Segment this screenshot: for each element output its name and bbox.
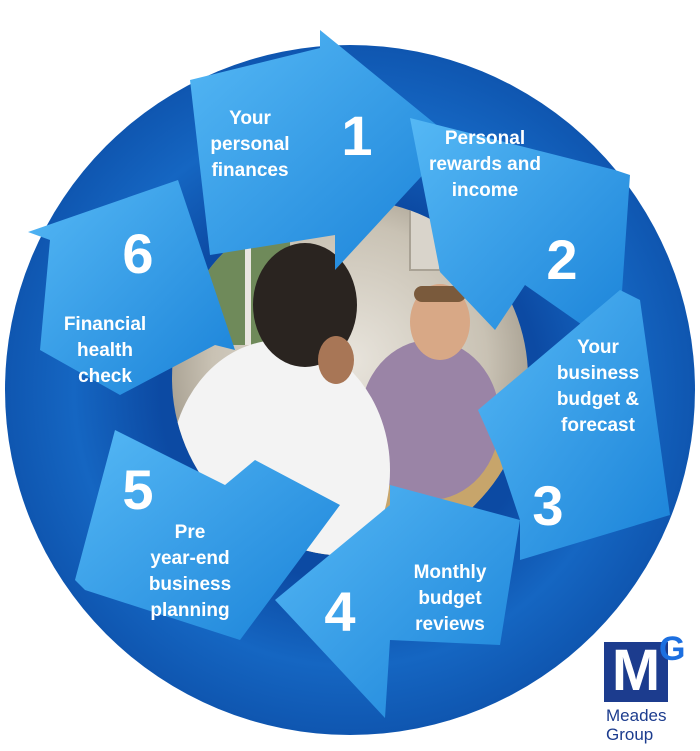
step-label-4: Monthly budget reviews: [413, 562, 487, 635]
step-label-1: Your personal finances: [210, 108, 290, 181]
logo-letter-m: M: [611, 638, 661, 703]
step-label-5: Pre year-end business planning: [148, 522, 232, 621]
arrow-step-1: [190, 30, 455, 270]
logo-letter-g: G: [659, 630, 686, 668]
arrow-step-6: [28, 180, 235, 395]
arrow-step-2: [410, 118, 630, 350]
step-number-5: 5: [122, 458, 154, 521]
logo-name: Meades Group: [606, 706, 667, 744]
step-number-3: 3: [532, 474, 564, 537]
step-number-1: 1: [341, 104, 373, 167]
arrow-step-4: [275, 485, 520, 718]
arrow-step-5: [75, 430, 340, 640]
step-label-3: Your business budget & forecast: [556, 337, 640, 436]
step-label-2: Personal rewards and income: [429, 128, 541, 201]
logo-m-block: M: [604, 638, 668, 703]
step-number-6: 6: [122, 222, 154, 285]
step-arrows: [28, 30, 670, 718]
meades-group-logo: M G Meades Group: [604, 632, 694, 747]
arrow-step-3: [478, 290, 670, 560]
step-number-2: 2: [546, 228, 578, 291]
step-label-6: Financial health check: [63, 314, 147, 387]
step-number-4: 4: [324, 580, 356, 643]
